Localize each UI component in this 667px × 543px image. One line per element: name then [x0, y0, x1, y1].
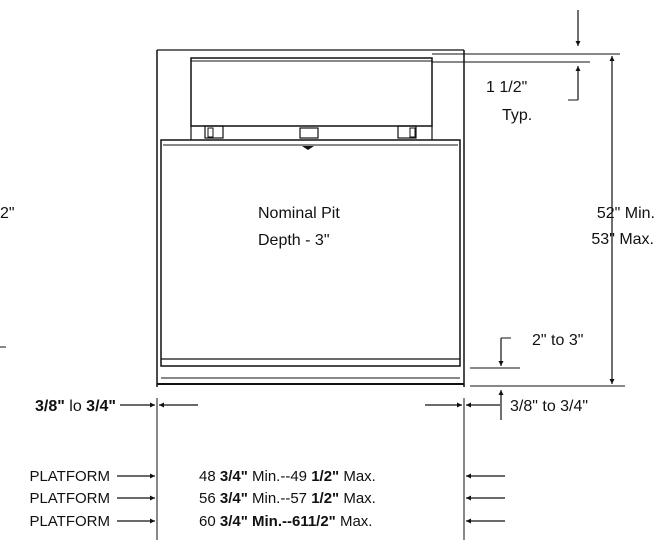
side-right-clearance: 3/8" to 3/4"	[510, 398, 588, 415]
pit-label-line1: Nominal Pit	[258, 205, 340, 222]
typ-dimension	[568, 10, 581, 101]
platform-dimension: 56 3/4" Min.--57 1/2" Max.	[199, 490, 376, 507]
row-arrows	[117, 473, 505, 524]
left-cut-label: 2"	[0, 205, 15, 222]
platform-label: PLATFORM	[29, 468, 110, 485]
platform-row: PLATFORM 60 3/4" Min.--611/2" Max.	[29, 513, 372, 530]
height-dimension	[432, 53, 625, 387]
gap-dimension	[470, 337, 520, 420]
platform-row: PLATFORM 56 3/4" Min.--57 1/2" Max.	[29, 490, 375, 507]
platform-dimension: 60 3/4" Min.--611/2" Max.	[199, 513, 372, 530]
typ-dimension-word: Typ.	[502, 107, 532, 124]
platform-label: PLATFORM	[29, 513, 110, 530]
extension-lines	[156, 398, 465, 540]
platform-body	[160, 139, 461, 367]
pit-label-line2: Depth - 3"	[258, 232, 330, 249]
platform-dimension: 48 3/4" Min.--49 1/2" Max.	[199, 468, 376, 485]
side-left-clearance: 3/8" lo 3/4"	[35, 398, 116, 415]
height-min-label: 52" Min.	[597, 205, 655, 222]
platform-label: PLATFORM	[29, 490, 110, 507]
height-max-label: 53" Max.	[591, 231, 654, 248]
header-unit	[190, 57, 433, 150]
typ-dimension-value: 1 1/2"	[486, 79, 527, 96]
gap-dimension-label: 2" to 3"	[532, 332, 583, 349]
platform-row: PLATFORM 48 3/4" Min.--49 1/2" Max.	[29, 468, 375, 485]
pit-frame	[156, 49, 465, 387]
